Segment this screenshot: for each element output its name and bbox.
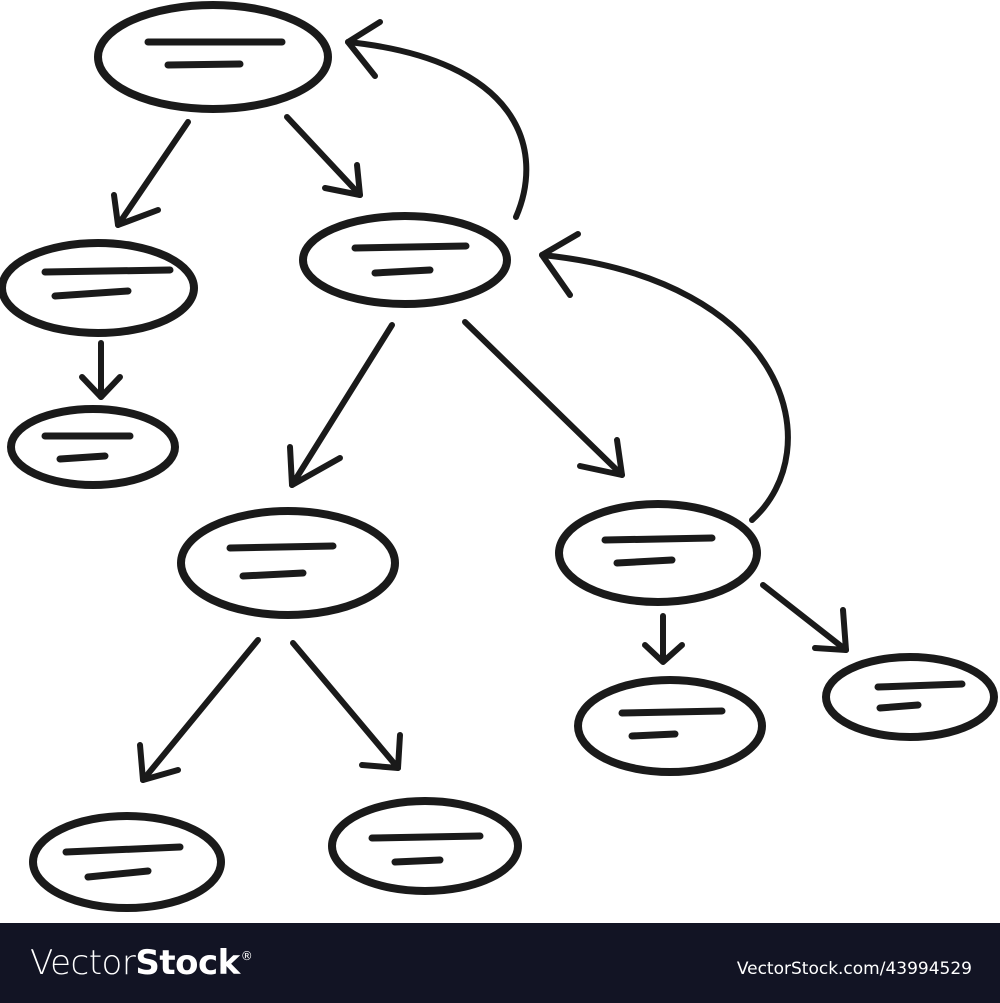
node-midleft-b xyxy=(328,797,522,895)
node-right-a xyxy=(574,676,766,776)
logo-bold-text: Stock xyxy=(135,943,240,983)
node-root xyxy=(94,1,332,113)
watermark-banner: VectorStock® VectorStock.com/43994529 xyxy=(0,923,1000,1003)
arrow-root-to-left1 xyxy=(111,119,191,228)
node-midleft xyxy=(177,507,399,619)
node-right-b xyxy=(822,653,998,741)
arrow-midleft-to-b xyxy=(290,640,403,771)
flowchart-diagram xyxy=(0,1,998,912)
arrow-midleft-to-a xyxy=(137,637,261,783)
arrow-right-to-b xyxy=(760,582,849,653)
stock-id-link: VectorStock.com/43994529 xyxy=(736,959,972,979)
arrow-mid-to-midleft xyxy=(287,322,395,488)
vectorstock-logo: VectorStock® xyxy=(30,943,253,983)
node-midleft-a xyxy=(29,812,225,912)
node-left1 xyxy=(0,239,198,337)
arrow-mid-to-right xyxy=(462,319,625,478)
logo-light-text: Vector xyxy=(30,943,136,983)
node-right xyxy=(555,500,761,606)
arrow-root-to-mid xyxy=(284,114,363,198)
node-left2 xyxy=(7,405,179,489)
arrow-left1-to-left2 xyxy=(79,340,123,400)
registered-mark: ® xyxy=(240,949,253,963)
arrow-right-to-a xyxy=(642,613,685,665)
curved-arrow-mid-to-root xyxy=(345,19,530,220)
node-mid xyxy=(299,212,511,308)
curved-arrow-right-to-mid xyxy=(539,231,791,523)
